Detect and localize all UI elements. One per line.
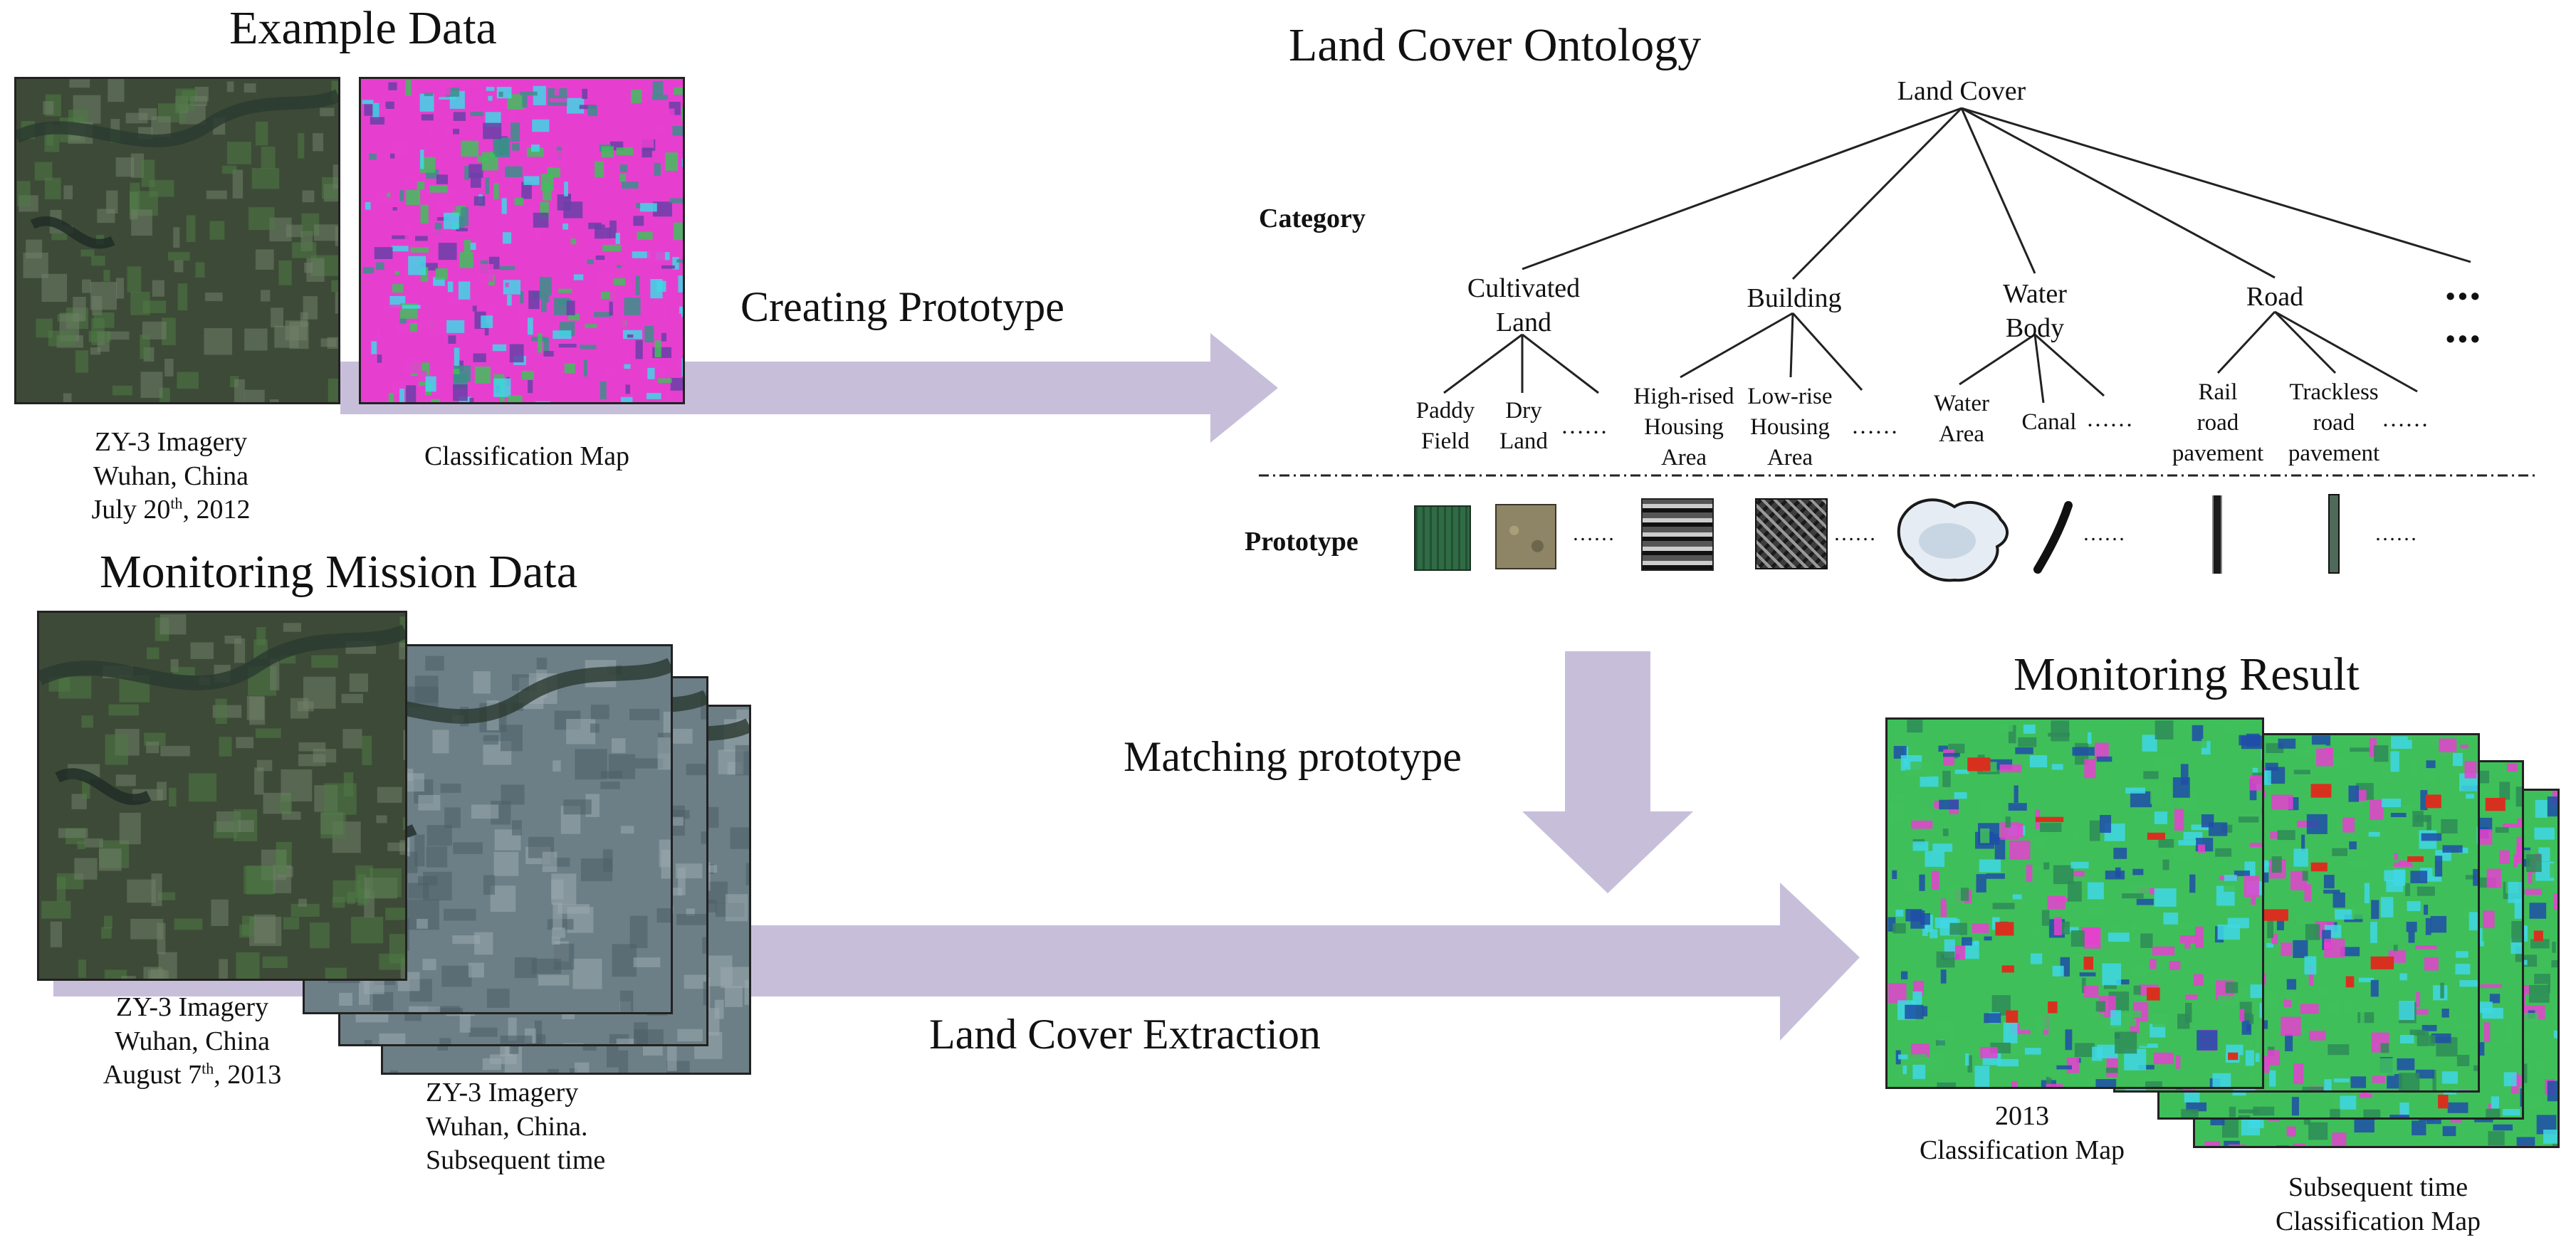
tree-edge-2-1 [2033, 334, 2045, 404]
satellite-image [39, 613, 405, 979]
matching-prototype-label: Matching prototype [1124, 733, 1462, 780]
ellipsis-road: …… [2382, 406, 2429, 432]
ontology-root: Land Cover [1897, 76, 2026, 106]
ellipsis-proto-3: …… [2083, 522, 2125, 545]
category-cultivated-land: Cultivated Land [1467, 273, 1581, 337]
tree-edge-root-3 [1961, 107, 2276, 279]
ellipsis-cultivated: …… [1561, 414, 1608, 439]
tree-edge-3-2 [2274, 310, 2418, 393]
tree-edge-2-2 [2034, 333, 2105, 397]
example-imagery [14, 77, 340, 404]
category-label: Category [1259, 204, 1366, 233]
prototype-rail-road [2212, 495, 2222, 574]
matching-prototype-arrow [1522, 651, 1693, 893]
ellipsis-proto-2: …… [1833, 522, 1876, 545]
tree-edge-0-2 [1522, 333, 1599, 394]
ellipsis-water: …… [2086, 406, 2133, 432]
example-data-title: Example Data [229, 2, 497, 54]
result-subsequent-caption: Subsequent time Classification Map [2275, 1172, 2481, 1236]
classification-image [361, 79, 683, 402]
tree-edge-3-0 [2216, 310, 2276, 374]
tree-edge-0-0 [1443, 333, 1523, 394]
satellite-image [16, 79, 338, 402]
prototype-canal [2033, 501, 2073, 574]
mission-imagery-caption: ZY-3 Imagery Wuhan, China August 7th, 20… [103, 992, 282, 1090]
example-classification-caption: Classification Map [424, 441, 630, 471]
monitoring-result-title: Monitoring Result [2014, 648, 2360, 700]
tree-edge-root-1 [1791, 107, 1963, 280]
example-classification-map [359, 77, 685, 404]
subclass-water-area: Water Area [1934, 391, 1989, 447]
result-2013-caption: 2013 Classification Map [1919, 1101, 2125, 1165]
subclass-dry-land: Dry Land [1499, 398, 1548, 454]
ellipsis-proto-1: …… [1572, 522, 1615, 545]
subsequent-imagery-caption: ZY-3 Imagery Wuhan, China. Subsequent ti… [426, 1078, 606, 1175]
subclass-low-rise-housing: Low-rise Housing Area [1747, 384, 1833, 470]
subclass-high-rised-housing: High-rised Housing Area [1633, 384, 1734, 470]
tree-edge-1-1 [1789, 312, 1794, 378]
prototype-dry-land [1495, 504, 1556, 569]
tree-edge-root-2 [1960, 107, 2036, 274]
land-cover-extraction-arrow [53, 883, 1860, 1041]
tree-edge-root-0 [1522, 107, 1962, 270]
prototype-water-area [1897, 498, 2009, 582]
ontology-title: Land Cover Ontology [1289, 19, 1702, 71]
subclass-trackless-road-pavement: Trackless road pavement [2288, 379, 2380, 466]
subclass-paddy-field: Paddy Field [1415, 398, 1475, 454]
result-map-2013 [1885, 717, 2264, 1089]
mission-imagery-2013 [37, 611, 407, 981]
ellipsis-building: …… [1851, 414, 1898, 439]
more-categories-2: ••• [2446, 325, 2483, 354]
prototype-low-rise-housing [1755, 498, 1828, 569]
prototype-paddy-field [1414, 505, 1471, 571]
creating-prototype-label: Creating Prototype [740, 283, 1064, 330]
monitoring-data-title: Monitoring Mission Data [100, 546, 577, 598]
tree-edge-root-4 [1961, 107, 2471, 263]
prototype-label: Prototype [1245, 527, 1358, 557]
ellipsis-proto-4: …… [2375, 522, 2417, 545]
subclass-rail-road-pavement: Rail road pavement [2172, 379, 2264, 466]
tree-edge-1-2 [1791, 312, 1863, 391]
category-water-body: Water Body [2003, 279, 2067, 343]
prototype-high-rised-housing [1641, 498, 1714, 571]
example-imagery-caption: ZY-3 Imagery Wuhan, China July 20th, 201… [91, 427, 251, 525]
creating-prototype-arrow [340, 333, 1278, 443]
prototype-trackless-road [2328, 494, 2340, 574]
category-road: Road [2246, 282, 2304, 312]
category-building: Building [1747, 283, 1842, 313]
more-categories-1: ••• [2446, 282, 2483, 312]
classification-image [1888, 720, 2262, 1087]
subclass-canal: Canal [2021, 409, 2077, 435]
tree-edge-1-0 [1680, 312, 1794, 379]
tree-edge-3-1 [2273, 310, 2337, 374]
tree-edge-2-0 [1959, 333, 2036, 386]
land-cover-extraction-label: Land Cover Extraction [929, 1011, 1321, 1058]
